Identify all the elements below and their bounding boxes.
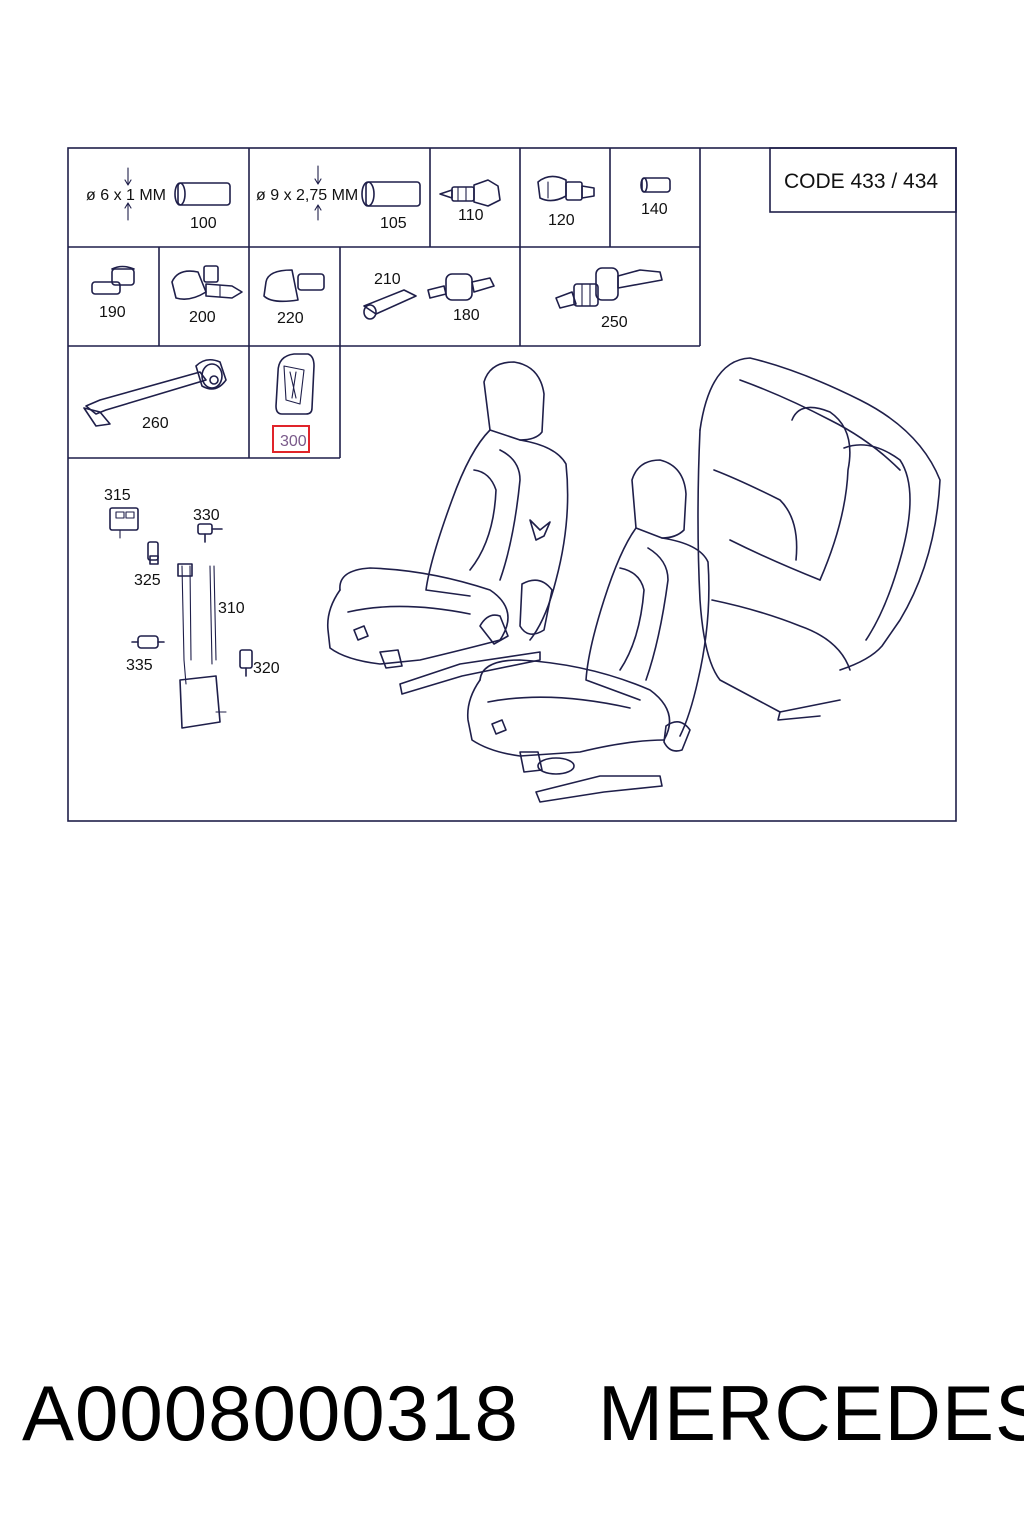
part-110-connector-icon [439,179,501,207]
part-320-terminal-icon [239,649,253,677]
footer-part-number: A0008000318 [22,1369,519,1457]
part-300-highlight-box[interactable] [272,425,310,453]
part-label-190: 190 [99,304,126,321]
part-220-cap-icon [263,269,325,303]
part-label-180: 180 [453,307,480,324]
part-label-300[interactable]: 300 [280,433,307,450]
part-260-rod-icon [83,358,227,427]
part-105-tube-icon [314,165,421,221]
part-310-harness-icon [177,563,227,729]
part-180-filter-icon [427,273,495,301]
part-label-100: 100 [190,215,217,232]
part-140-sleeve-icon [640,177,671,193]
rear-bench-seat [697,357,941,721]
part-label-320: 320 [253,660,280,677]
part-label-200: 200 [189,309,216,326]
part-335-fuse-icon [131,635,165,649]
part-200-elbow-icon [171,265,243,300]
footer: A0008000318 MERCEDES [0,1368,1024,1478]
part-label-120: 120 [548,212,575,229]
part-label-105: 105 [380,215,407,232]
part-315-switch-icon [109,507,139,539]
footer-brand: MERCEDES [598,1369,1024,1457]
left-front-seat [326,361,569,695]
tube-6-label: ø 6 x 1 MM [86,187,166,204]
right-front-seat [466,459,710,803]
part-190-fitting-icon [91,265,135,295]
part-label-325: 325 [134,572,161,589]
part-label-260: 260 [142,415,169,432]
part-label-335: 335 [126,657,153,674]
part-label-315: 315 [104,487,131,504]
diagram-frame [67,147,957,822]
part-label-210: 210 [374,271,401,288]
part-label-140: 140 [641,201,668,218]
tube-9-label: ø 9 x 2,75 MM [256,187,358,204]
part-120-clip-icon [537,175,595,202]
part-label-330: 330 [193,507,220,524]
part-label-110: 110 [458,207,484,224]
part-300-mat-icon [275,353,315,415]
code-label: CODE 433 / 434 [784,170,938,193]
code-box [769,147,957,213]
part-325-connector-icon [147,541,159,565]
part-250-valve-icon [555,267,663,309]
part-210-spacer-icon [363,289,417,320]
part-label-250: 250 [601,314,628,331]
part-100-tube-icon [124,167,231,221]
part-330-plug-icon [197,523,223,543]
seats-illustration [326,357,941,803]
part-label-220: 220 [277,310,304,327]
part-label-310: 310 [218,600,245,617]
